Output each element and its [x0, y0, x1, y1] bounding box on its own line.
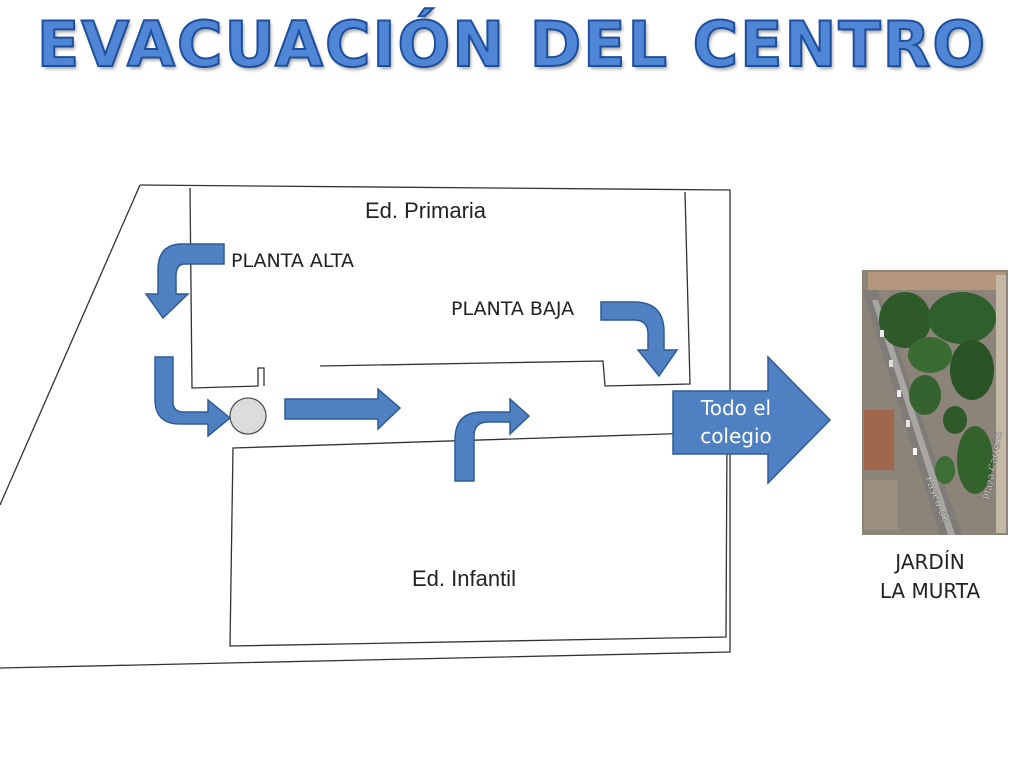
- destination-label: JARDÍN LA MURTA: [860, 548, 1000, 606]
- planta-baja-label: PLANTA BAJA: [451, 298, 575, 320]
- destination-line2: LA MURTA: [879, 579, 981, 603]
- planta-alta-arrow: [144, 243, 225, 320]
- up-right-arrow: [454, 397, 531, 482]
- infantil-building-outline: [229, 431, 728, 647]
- exit-arrow-line2: colegio: [700, 424, 772, 448]
- grounds-left-edge: [0, 184, 141, 506]
- planta-alta-label: PLANTA ALTA: [231, 250, 354, 272]
- primaria-building-outline: [189, 187, 691, 389]
- infantil-building-label: Ed. Infantil: [412, 566, 516, 591]
- exit-arrow-line1: Todo el: [700, 396, 772, 420]
- assembly-right-arrow: [284, 387, 402, 431]
- planta-baja-arrow: [600, 301, 679, 378]
- grounds-outline: [0, 184, 731, 669]
- destination-line1: JARDÍN: [895, 550, 965, 574]
- assembly-point-circle: [229, 397, 267, 435]
- page-title: EVACUACIÓN DEL CENTRO: [36, 7, 988, 82]
- garden-aerial-map: Paseo de Plaza Carreño: [862, 270, 1008, 535]
- exit-arrow-label: Todo el colegio: [680, 394, 792, 450]
- exit-arrow: [672, 355, 832, 485]
- primaria-building-label: Ed. Primaria: [365, 198, 487, 223]
- stairs-to-assembly-arrow: [154, 356, 232, 438]
